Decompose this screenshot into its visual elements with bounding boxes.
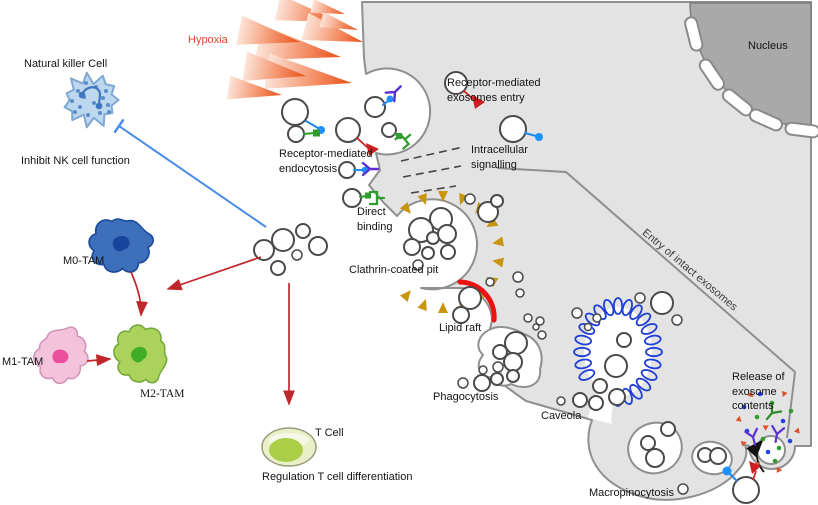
fusing-exosome-ligands [722, 461, 761, 482]
natural-killer-cell-label: Natural killer Cell [24, 58, 108, 70]
recipient-cell-membrane [361, 1, 812, 501]
t-cell [261, 427, 317, 467]
arrow-m1-to-m2 [86, 354, 112, 367]
nucleus-label: Nucleus [748, 40, 788, 52]
release-arrow [746, 439, 765, 473]
receptor-exosomes-entry-label: Receptor-mediated exosomes entry [447, 77, 541, 104]
t-cell-label: T Cell [315, 427, 344, 439]
green-receptor-icon [394, 129, 416, 150]
arrow-m0-to-m2 [130, 271, 148, 317]
arrow-to-m2 [166, 256, 262, 291]
entry-path-line [496, 167, 797, 439]
m1-tam-label: M1-TAM [2, 356, 44, 368]
hypoxia-label: Hypoxia [188, 34, 228, 46]
direct-binding-label: Direct binding [357, 206, 393, 233]
m0-tam-cell [82, 209, 158, 282]
m2-tam-label: M2-TAM [140, 388, 185, 400]
natural-killer-cell [63, 71, 120, 129]
exosome-vesicles [253, 71, 760, 504]
nucleus [684, 2, 818, 139]
clathrin-pit-label: Clathrin-coated pit [349, 264, 439, 276]
inhibit-nk-label: Inhibit NK cell function [21, 155, 130, 167]
phagocytosis-label: Phagocytosis [433, 391, 499, 403]
nk-inhibition-line [113, 118, 267, 228]
regulation-label: Regulation T cell differentiation [262, 471, 413, 483]
regulatory-arrows [86, 256, 295, 406]
m2-tam-cell [111, 323, 169, 384]
caveola-label: Caveola [541, 410, 582, 422]
release-contents-label: Release of exosome contents [732, 371, 785, 413]
m0-tam-label: M0-TAM [63, 255, 105, 267]
nuclear-envelope-segments [684, 16, 818, 139]
hypoxia-arrows-icon [226, 0, 363, 100]
ligand-receptor-pairs [303, 80, 543, 206]
nk-granules [70, 81, 111, 117]
lipid-raft-arc [457, 279, 497, 323]
lipid-raft-label: Lipid raft [439, 322, 482, 334]
intracellular-signalling-label: Intracellular signalling [471, 144, 528, 171]
receptor-endocytosis-label: Receptor-mediated endocytosis [279, 148, 373, 175]
intracellular-signalling-dashes [400, 146, 464, 194]
macropinocytosis-label: Macropinocytosis [589, 487, 674, 499]
